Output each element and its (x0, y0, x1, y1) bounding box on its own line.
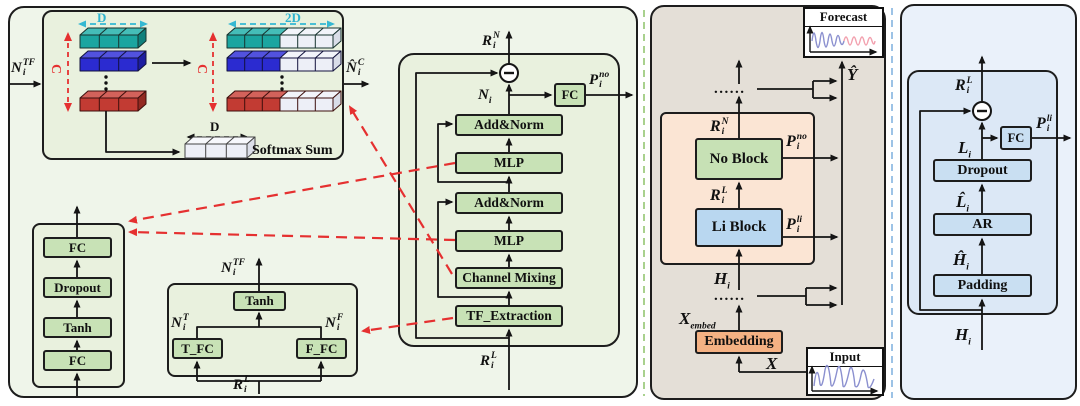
fc-projection-box: FC (554, 83, 586, 107)
ellipsis-bottom: ...... (714, 288, 746, 304)
fc-right-box: FC (1000, 126, 1032, 150)
add-norm-label: Add&Norm (474, 195, 544, 210)
mlp-lower-box: MLP (455, 230, 563, 252)
embedding-box: Embedding (695, 330, 783, 354)
label-dim-c-right: C (194, 63, 210, 75)
li-block: Li Block (695, 208, 783, 247)
dropout-label: Dropout (957, 162, 1008, 178)
fc-label: FC (68, 352, 87, 368)
label-softmax-sum: Softmax Sum (252, 143, 333, 158)
label-x: X (766, 354, 778, 373)
label-h-i-right: Hi (955, 325, 971, 348)
add-norm-label: Add&Norm (474, 117, 544, 132)
fc-label: FC (68, 239, 87, 255)
padding-label: Padding (957, 277, 1008, 293)
stack-fc-top-box: FC (43, 237, 112, 258)
label-x-embed: Xembed (679, 309, 716, 332)
dropout-right-box: Dropout (933, 159, 1032, 182)
li-block-label: Li Block (711, 219, 767, 235)
label-n-i: Ni (478, 87, 492, 106)
stack-dropout-box: Dropout (43, 277, 112, 298)
f-fc-box: F_FC (296, 338, 347, 359)
tf-extraction-label: TF_Extraction (466, 308, 552, 323)
label-h-hat-i: Ĥi (953, 250, 969, 273)
ar-box: AR (933, 213, 1032, 236)
input-box: Input (806, 347, 884, 396)
label-dim-d-left: D (97, 10, 107, 25)
fc-label: FC (561, 87, 579, 102)
t-fc-label: T_FC (181, 340, 214, 356)
label-y-hat: Ŷ (847, 65, 858, 84)
label-l-hat-i: L̂i (956, 192, 970, 215)
ar-label: AR (972, 216, 993, 232)
add-norm-lower-box: Add&Norm (455, 192, 563, 214)
channel-mixing-label: Channel Mixing (462, 270, 556, 285)
label-dim-2d: 2D (285, 10, 301, 25)
no-block-label: No Block (709, 150, 769, 167)
label-l-i: Li (958, 138, 972, 161)
stack-tanh-box: Tanh (43, 317, 112, 338)
ellipsis-top: ...... (714, 81, 746, 97)
forecast-title: Forecast (805, 9, 882, 27)
add-norm-upper-box: Add&Norm (455, 114, 563, 136)
tanh-small-box: Tanh (233, 291, 286, 311)
mlp-label: MLP (494, 155, 524, 170)
tanh-label: Tanh (245, 293, 274, 308)
channel-mixing-box: Channel Mixing (455, 267, 563, 289)
f-fc-label: F_FC (305, 340, 338, 356)
label-dim-d-softmax: D (210, 119, 220, 134)
label-h-i-mid: Hi (714, 269, 730, 292)
channel-mixing-illustration-box (42, 10, 344, 160)
stack-fc-bottom-box: FC (43, 350, 112, 371)
padding-box: Padding (933, 274, 1032, 297)
label-dim-c-left: C (48, 63, 64, 75)
mlp-upper-box: MLP (455, 152, 563, 174)
no-block: No Block (695, 138, 783, 180)
dropout-label: Dropout (54, 279, 101, 295)
fc-label: FC (1007, 130, 1025, 145)
embedding-label: Embedding (704, 334, 774, 349)
tf-extraction-box: TF_Extraction (455, 305, 563, 327)
tanh-label: Tanh (63, 319, 92, 335)
forecast-box: Forecast (803, 7, 884, 58)
mlp-label: MLP (494, 233, 524, 248)
input-title: Input (808, 349, 882, 367)
t-fc-box: T_FC (172, 338, 223, 359)
